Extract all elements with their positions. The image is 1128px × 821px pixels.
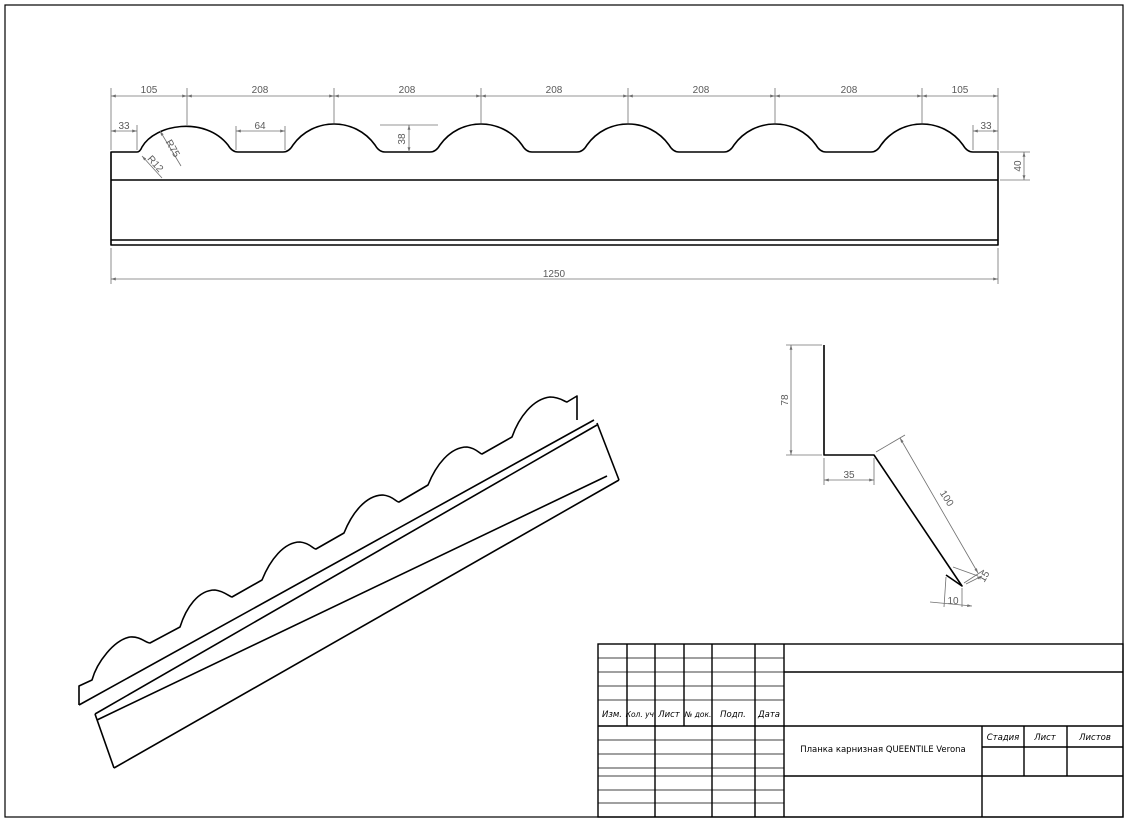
dim-label-33-right: 33 (980, 121, 992, 132)
dim-label-105-right: 105 (952, 85, 969, 96)
dim-label-38: 38 (397, 133, 408, 145)
sheet-border (4, 4, 1124, 818)
tb-header-izm: Изм. (602, 710, 622, 720)
dim-label-208-3: 208 (546, 85, 563, 96)
tb-header-list: Лист (657, 710, 681, 720)
iso-top-edge (78, 419, 595, 706)
tb-product-name: Планка карнизная QUEENTILE Verona (800, 745, 966, 755)
title-block: Изм. Кол. уч. Лист № док. Подп. Дата Пла… (597, 643, 1124, 818)
dim-label-78: 78 (780, 394, 791, 406)
iso-inner-line-2 (96, 475, 608, 721)
section-profile (823, 345, 963, 587)
dim-label-35: 35 (843, 470, 855, 481)
tb-header-doc-num: № док. (684, 710, 712, 719)
front-profile-outline (110, 123, 999, 246)
dim-label-208-5: 208 (841, 85, 858, 96)
dim-33-right: 33 (972, 121, 998, 150)
dim-label-33-left: 33 (118, 121, 130, 132)
dim-label-40: 40 (1013, 160, 1024, 172)
dim-33-left: 33 (111, 121, 138, 150)
dim-label-208-2: 208 (399, 85, 416, 96)
iso-left-end (94, 713, 115, 769)
tb-stage-label: Стадия (987, 733, 1020, 743)
isometric-view (78, 395, 620, 769)
dim-label-208-1: 208 (252, 85, 269, 96)
iso-bottom-edge (113, 479, 620, 769)
iso-wavy-edge (78, 395, 578, 705)
dim-label-r12: R12 (145, 154, 166, 175)
dim-label-10: 10 (947, 596, 959, 607)
dim-label-208-4: 208 (693, 85, 710, 96)
dim-38: 38 (380, 124, 438, 152)
tb-sheets-label: Листов (1078, 733, 1111, 743)
tb-header-kol-uch: Кол. уч. (626, 710, 657, 719)
dim-1250: 1250 (110, 248, 999, 284)
radius-leaders: R75 R12 (141, 130, 182, 179)
dim-label-1250: 1250 (543, 269, 566, 280)
dim-label-15: 15 (977, 569, 992, 585)
dim-label-64: 64 (254, 121, 266, 132)
dim-label-105-left: 105 (141, 85, 158, 96)
iso-right-end (596, 422, 620, 481)
tb-header-podp: Подп. (720, 710, 746, 720)
dim-label-r75: R75 (163, 138, 182, 160)
top-chain-dimension: 105 208 208 208 208 208 105 (110, 85, 999, 150)
dim-label-100: 100 (937, 489, 956, 509)
dim-40: 40 (1000, 151, 1030, 181)
iso-inner-line-1 (94, 424, 598, 715)
dim-64: 64 (235, 121, 286, 150)
tb-header-data: Дата (757, 710, 780, 720)
front-view: 105 208 208 208 208 208 105 33 33 64 (110, 85, 1030, 284)
section-view: 78 35 100 15 10 (780, 344, 993, 608)
tb-sheet-label: Лист (1033, 733, 1057, 743)
